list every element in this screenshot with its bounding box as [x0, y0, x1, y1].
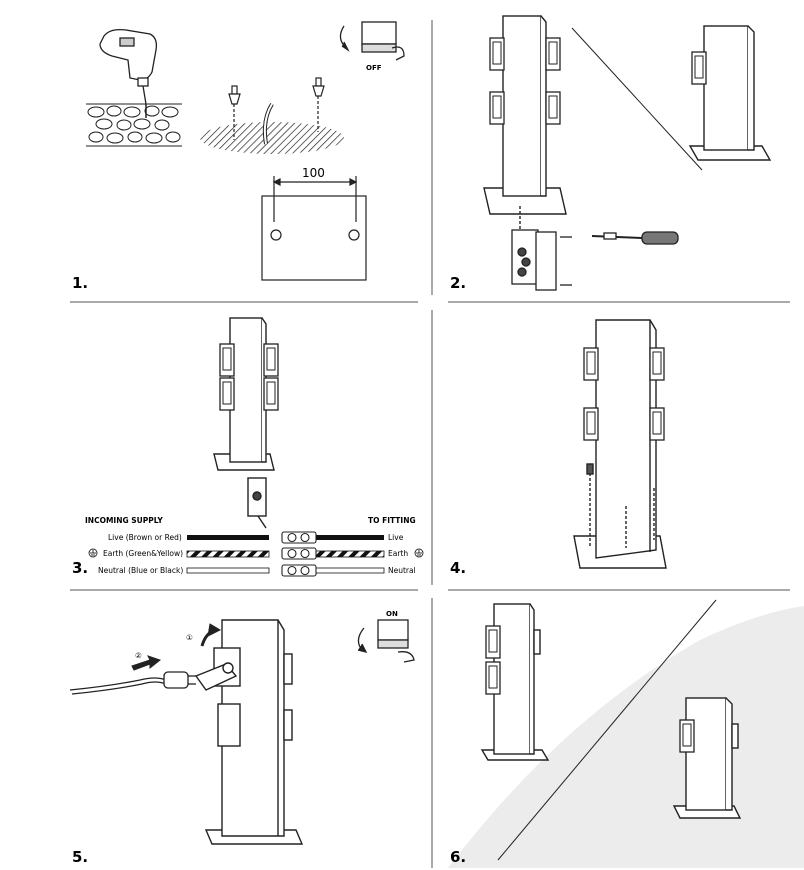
- junction-box: [511, 229, 572, 291]
- neutral-in-label: Neutral (Blue or Black): [98, 566, 183, 575]
- switch-off-label: OFF: [366, 64, 382, 72]
- mounting-template: [261, 176, 367, 281]
- step-2-panel: 2.: [450, 15, 772, 292]
- step-number-6: 6.: [450, 848, 466, 866]
- pillar-step3: [213, 317, 279, 529]
- wire-neutral: [186, 567, 385, 574]
- earth-symbol-icon: [88, 548, 424, 558]
- pillar-step5: [194, 619, 304, 845]
- dimension-label: 100: [302, 166, 325, 180]
- step-1-panel: OFF 100 1.: [72, 21, 405, 292]
- switch-on-icon: [357, 619, 415, 663]
- step-number-2: 2.: [450, 274, 466, 292]
- arrow-icon: [131, 623, 222, 671]
- step-number-5: 5.: [72, 848, 88, 866]
- neutral-out-label: Neutral: [388, 566, 416, 575]
- step-number-4: 4.: [450, 559, 466, 577]
- pillar-step4: [573, 319, 667, 569]
- separator-diagonal: [571, 27, 703, 171]
- pillar-tall-6: [480, 603, 550, 761]
- step-5-panel: ② ① ON 5.: [69, 610, 415, 866]
- pillar-small: [688, 25, 772, 161]
- step-6-panel: 6.: [448, 599, 804, 868]
- step-number-1: 1.: [72, 274, 88, 292]
- step-4-panel: 4.: [450, 319, 667, 577]
- live-in-label: Live (Brown or Red): [108, 533, 182, 542]
- terminal-block: [281, 531, 317, 577]
- wall-plug-icon: [228, 77, 325, 145]
- separator-diagonal-6: [497, 599, 717, 861]
- wire-live: [187, 535, 384, 540]
- drill-icon: [99, 28, 158, 105]
- incoming-supply-header: INCOMING SUPPLY: [85, 516, 163, 525]
- live-out-label: Live: [388, 533, 404, 542]
- pillar-short-6: [672, 697, 742, 819]
- switch-on-label: ON: [386, 610, 398, 618]
- earth-in-label: Earth (Green&Yellow): [103, 549, 183, 558]
- plug-icon: [69, 671, 196, 695]
- panel-dividers: [70, 20, 790, 868]
- step-3-panel: INCOMING SUPPLY TO FITTING Live (Brown o…: [72, 317, 424, 577]
- switch-off-icon: [339, 21, 405, 61]
- step-number-3: 3.: [72, 559, 88, 577]
- callout-1: ①: [186, 633, 193, 642]
- to-fitting-header: TO FITTING: [368, 516, 416, 525]
- callout-2: ②: [135, 651, 142, 660]
- screwdriver-icon: [591, 231, 679, 245]
- pillar-large: [483, 15, 567, 230]
- hatched-ground: [200, 122, 344, 154]
- earth-out-label: Earth: [388, 549, 408, 558]
- stone-wall: [86, 103, 182, 147]
